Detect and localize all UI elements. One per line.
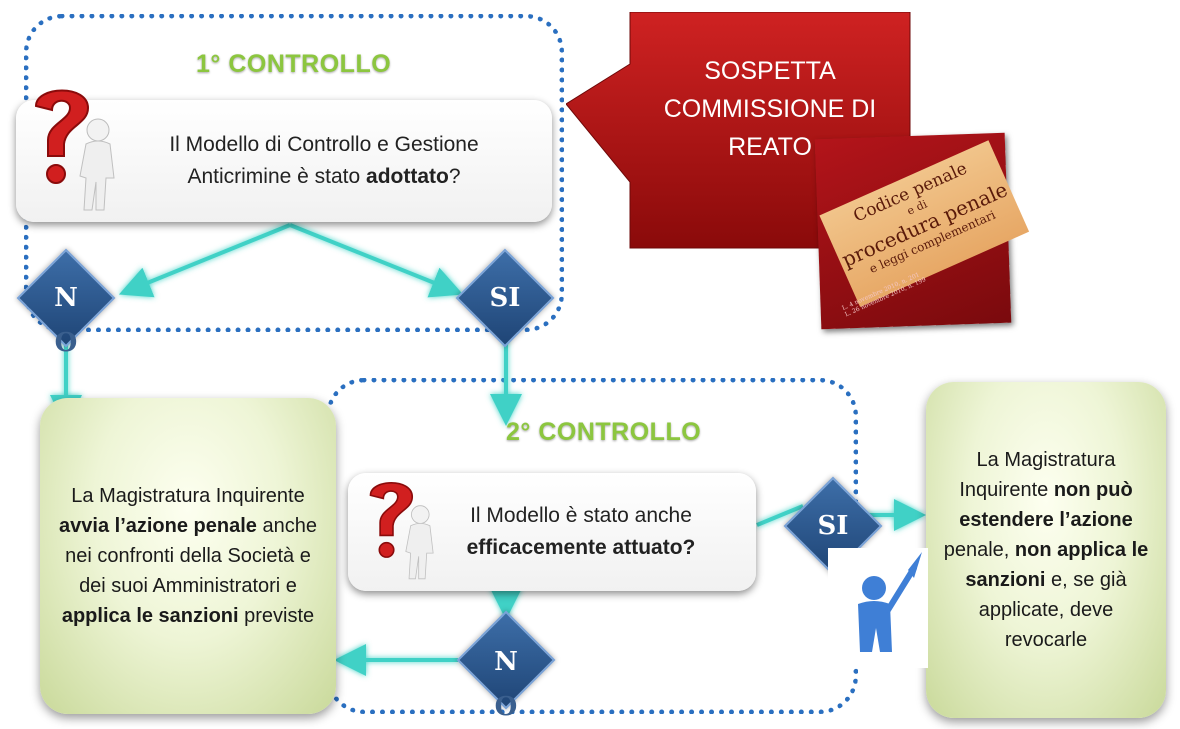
diamond-no-bottom-label-o: O <box>494 692 518 722</box>
control-2-heading: 2° CONTROLLO <box>506 418 702 446</box>
connector-q2-si <box>756 504 804 527</box>
trigger-line-1: SOSPETTA <box>704 57 836 85</box>
question-2-text: Il Modello è stato anche efficacemente a… <box>466 504 696 559</box>
question-person-icon <box>369 482 434 580</box>
question-1-text: Il Modello di Controllo e Gestione Antic… <box>169 133 479 188</box>
trigger-line-2: COMMISSIONE DI <box>663 95 877 123</box>
trigger-line-3: REATO <box>728 133 812 161</box>
diamond-si-right-label: SI <box>817 511 849 541</box>
diamond-no-top-label: N <box>54 283 78 313</box>
connector-to-no <box>118 223 291 298</box>
outcome-right-text: La Magistratura Inquirente non può esten… <box>943 449 1149 651</box>
connector-to-si <box>289 223 464 298</box>
question-person-icon <box>34 89 115 211</box>
penal-code-book: Codice penale e di procedura penale e le… <box>814 132 1030 330</box>
diamond-si-top-label: SI <box>489 283 521 313</box>
outcome-right-box: La Magistratura Inquirente non può esten… <box>926 382 1166 718</box>
diamond-no-bottom-label: N <box>494 647 518 677</box>
outcome-left-text: La Magistratura Inquirente avvia l’azion… <box>59 485 317 627</box>
control-1-heading: 1° CONTROLLO <box>196 50 392 78</box>
outcome-left-box: La Magistratura Inquirente avvia l’azion… <box>40 398 336 714</box>
checkmark-person-icon <box>828 548 928 668</box>
trigger-text: SOSPETTA COMMISSIONE DI REATO <box>640 52 900 166</box>
diamond-no-top-label-o: O <box>54 328 78 358</box>
